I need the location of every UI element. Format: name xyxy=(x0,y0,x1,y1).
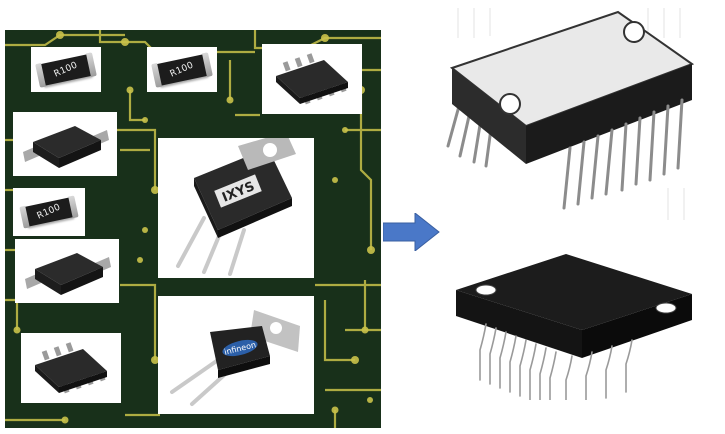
resistor-marking-1: R100 xyxy=(52,60,80,80)
to220-transistor: infineon xyxy=(170,310,300,406)
to247-transistor: IXYS xyxy=(176,138,296,276)
diode-tile-2 xyxy=(15,239,119,303)
pcb-background: R100 R100 xyxy=(5,30,381,428)
soic8-tile-1 xyxy=(262,44,362,114)
smd-diode-2 xyxy=(25,253,111,295)
resistor-marking-3: R100 xyxy=(35,202,63,222)
smd-diode-1 xyxy=(23,126,109,168)
resistor-tile-2: R100 xyxy=(147,47,217,92)
ipm-module-bottom xyxy=(456,254,692,400)
resistor-tile-1: R100 xyxy=(31,47,101,92)
diode-tile-1 xyxy=(13,112,117,176)
arrow-right-icon xyxy=(383,213,440,251)
smd-resistor-2: R100 xyxy=(155,54,209,86)
soic8-tile-2 xyxy=(21,333,121,403)
resistor-marking-2: R100 xyxy=(168,60,196,80)
smd-resistor-3: R100 xyxy=(23,197,75,227)
to247-tile: IXYS xyxy=(158,138,314,278)
resistor-tile-3: R100 xyxy=(13,188,85,236)
ipm-module-top xyxy=(446,8,695,220)
soic8-chip-1 xyxy=(276,53,348,105)
smd-resistor-1: R100 xyxy=(39,54,93,86)
soic8-chip-2 xyxy=(35,342,107,394)
to220-tile: infineon xyxy=(158,296,314,414)
